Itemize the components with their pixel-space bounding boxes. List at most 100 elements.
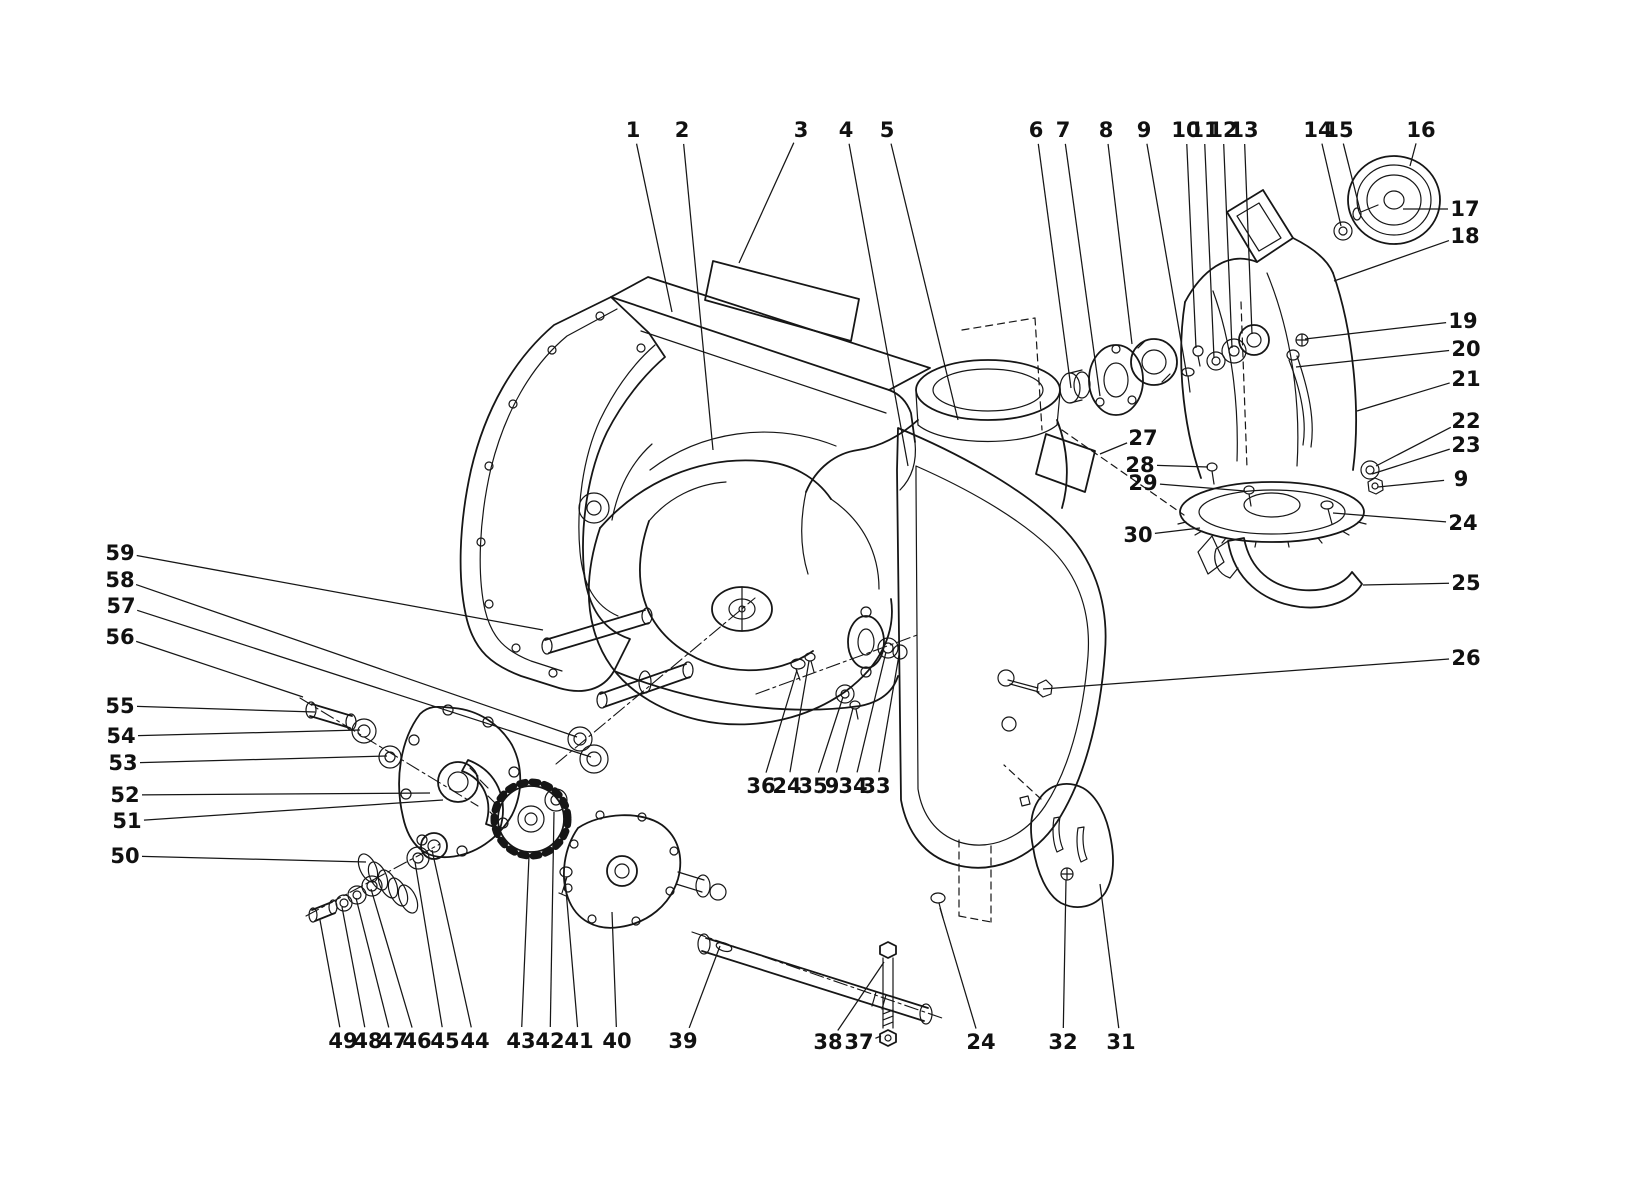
side-plate	[896, 427, 1107, 923]
leader-line-29-29	[1159, 483, 1246, 492]
leader-line-37-53	[875, 1035, 882, 1039]
chute-hidden	[1240, 301, 1248, 469]
bolt-hole	[476, 537, 486, 547]
gearbox-hole	[637, 812, 647, 822]
bolt-19-cross	[1295, 333, 1309, 347]
callout-32-55: 32	[1048, 1030, 1077, 1054]
chute-surface-1	[1212, 290, 1238, 462]
screw-28	[1206, 462, 1218, 472]
chute-deflector	[1226, 189, 1294, 263]
rear-panel-inner-edge	[578, 344, 656, 617]
leader-line-2-1	[683, 143, 714, 451]
washer-14-bore	[1338, 226, 1348, 236]
callout-31-56: 31	[1106, 1030, 1135, 1054]
callout-12-11: 12	[1208, 118, 1237, 142]
leader-line-48-42	[341, 906, 366, 1028]
top-panel-back-edge	[610, 276, 931, 391]
leader-line-42-48	[549, 811, 555, 1028]
callout-46-44: 46	[402, 1029, 431, 1053]
callout-13-12: 13	[1229, 118, 1258, 142]
leader-line-9-60	[835, 707, 854, 773]
opening-arc	[611, 443, 653, 521]
gearbox-hole	[595, 810, 605, 820]
screw-24m-head	[804, 652, 816, 662]
skid-align	[1003, 764, 1042, 800]
skid-plate	[1003, 764, 1114, 908]
callout-20-19: 20	[1451, 337, 1480, 361]
bearing-group-right	[1059, 324, 1270, 416]
gearbox-40	[558, 810, 727, 929]
plate-hole	[442, 704, 454, 716]
housing-bottom-edge	[613, 670, 899, 711]
gasket-hatch	[469, 767, 499, 821]
callout-59-31: 59	[105, 541, 134, 565]
screw-15-head	[1352, 207, 1362, 221]
callout-17-16: 17	[1450, 197, 1479, 221]
callout-21-20: 21	[1451, 367, 1480, 391]
shaft-end	[596, 691, 608, 709]
callout-45-45: 45	[430, 1029, 459, 1053]
washer-48-bore	[339, 898, 349, 908]
callout-18-17: 18	[1450, 224, 1479, 248]
gearbox-hole	[665, 886, 675, 896]
gearbox-boss	[606, 855, 638, 887]
bearing-8-bore	[1141, 349, 1167, 375]
auger-housing	[459, 260, 1096, 711]
mid-axis	[755, 633, 921, 695]
gearbox-hole	[631, 916, 641, 926]
callout-54-36: 54	[106, 724, 135, 748]
output-washer	[709, 883, 727, 901]
side-plate-inner	[915, 465, 1090, 846]
callout-1-0: 1	[626, 118, 641, 142]
callout-42-48: 42	[535, 1029, 564, 1053]
bolt-38-threads	[882, 1009, 894, 1027]
leader-line-4-3	[848, 143, 909, 467]
axle-end	[697, 933, 711, 955]
shaft-59-end	[541, 637, 553, 655]
callout-23-22: 23	[1451, 433, 1480, 457]
leader-line-11-10	[1204, 143, 1215, 359]
bearing-13	[1238, 324, 1270, 356]
plate-hole	[997, 669, 1015, 687]
flange-tab-hole	[860, 666, 872, 678]
callout-53-37: 53	[108, 751, 137, 775]
leader-line-20-19	[1295, 349, 1450, 368]
leader-lines	[135, 142, 1452, 1039]
chute-top-right	[1292, 237, 1334, 274]
washer-45-bore	[412, 852, 424, 864]
leader-line-19-18	[1304, 321, 1447, 340]
shaft-end	[682, 661, 694, 679]
callout-11-10: 11	[1189, 118, 1218, 142]
washer-54-bore	[357, 724, 371, 738]
pulley-hub	[1383, 190, 1405, 210]
leader-line-25-25	[1362, 582, 1450, 586]
leader-line-13-12	[1244, 143, 1253, 335]
washer-23-bore	[1365, 465, 1375, 475]
callout-7-6: 7	[1056, 118, 1071, 142]
funnel-right	[1056, 419, 1068, 509]
spring-50-coil	[377, 869, 399, 899]
spring-50-coil	[387, 877, 409, 907]
drum-arc-2	[649, 431, 837, 471]
output-shaft	[675, 871, 705, 893]
leader-line-33-62	[878, 654, 900, 773]
artwork	[299, 155, 1441, 1047]
crank-knob	[1286, 349, 1300, 361]
leader-line-7-6	[1064, 143, 1101, 397]
callout-6-5: 6	[1029, 118, 1044, 142]
chute-left-edge	[1180, 301, 1202, 479]
callout-8-7: 8	[1099, 118, 1114, 142]
callout-29-29: 29	[1128, 471, 1157, 495]
callout-36-57: 36	[746, 774, 775, 798]
discharge-chute	[1061, 189, 1384, 609]
skid-plate-outline	[1030, 783, 1114, 908]
washer-57-bore	[586, 751, 602, 767]
callout-39-51: 39	[668, 1029, 697, 1053]
hidden-chute-mount	[961, 317, 1043, 431]
gearbox-hole	[569, 839, 579, 849]
bolt-hole	[508, 399, 518, 409]
funnel-left	[805, 419, 919, 493]
bolt-32	[1060, 867, 1074, 881]
rear-panel-flange	[479, 308, 618, 672]
washer-33b	[892, 644, 908, 660]
